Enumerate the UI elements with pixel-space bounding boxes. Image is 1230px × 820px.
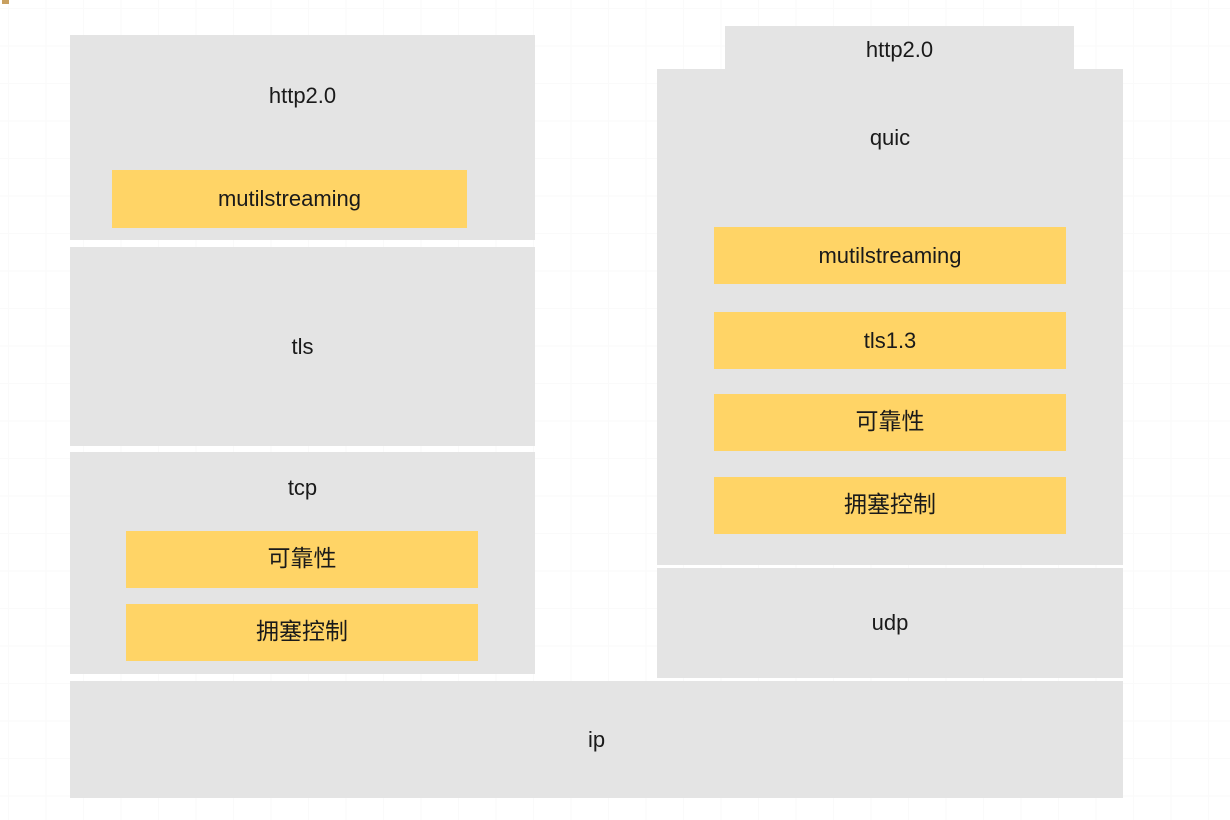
feature-box-right-mutilstreaming[interactable]: mutilstreaming — [714, 227, 1066, 284]
layer-label-left-http2: http2.0 — [268, 83, 337, 108]
layer-box-left-tls[interactable]: tls — [70, 247, 535, 446]
feature-box-left-reliability[interactable]: 可靠性 — [126, 531, 478, 588]
layer-box-ip[interactable]: ip — [70, 681, 1123, 798]
feature-label-right-mutilstreaming: mutilstreaming — [818, 242, 962, 268]
feature-label-right-reliability: 可靠性 — [855, 409, 925, 435]
feature-label-left-reliability: 可靠性 — [267, 546, 337, 572]
layer-label-right-http2: http2.0 — [865, 36, 934, 62]
layer-label-wrap-left-http2: http2.0 — [70, 85, 535, 107]
layer-box-right-http2[interactable]: http2.0 — [725, 26, 1074, 73]
feature-label-right-congestion: 拥塞控制 — [844, 492, 936, 518]
layer-label-ip: ip — [587, 726, 606, 752]
feature-label-left-congestion: 拥塞控制 — [256, 619, 348, 645]
layer-label-right-udp: udp — [871, 610, 909, 635]
feature-box-right-tls13[interactable]: tls1.3 — [714, 312, 1066, 369]
feature-box-right-reliability[interactable]: 可靠性 — [714, 394, 1066, 451]
feature-box-right-congestion[interactable]: 拥塞控制 — [714, 477, 1066, 534]
feature-box-left-congestion[interactable]: 拥塞控制 — [126, 604, 478, 661]
feature-box-left-mutilstreaming[interactable]: mutilstreaming — [112, 170, 467, 228]
layer-label-left-tcp: tcp — [287, 475, 318, 500]
layer-label-right-quic: quic — [869, 125, 911, 150]
feature-label-left-mutilstreaming: mutilstreaming — [217, 186, 362, 211]
corner-artifact — [2, 0, 9, 4]
layer-label-left-tls: tls — [291, 333, 314, 359]
layer-label-wrap-right-quic: quic — [657, 127, 1123, 149]
layer-box-right-udp[interactable]: udp — [657, 568, 1123, 678]
feature-label-right-tls13: tls1.3 — [863, 327, 917, 353]
layer-label-wrap-left-tcp: tcp — [70, 477, 535, 499]
